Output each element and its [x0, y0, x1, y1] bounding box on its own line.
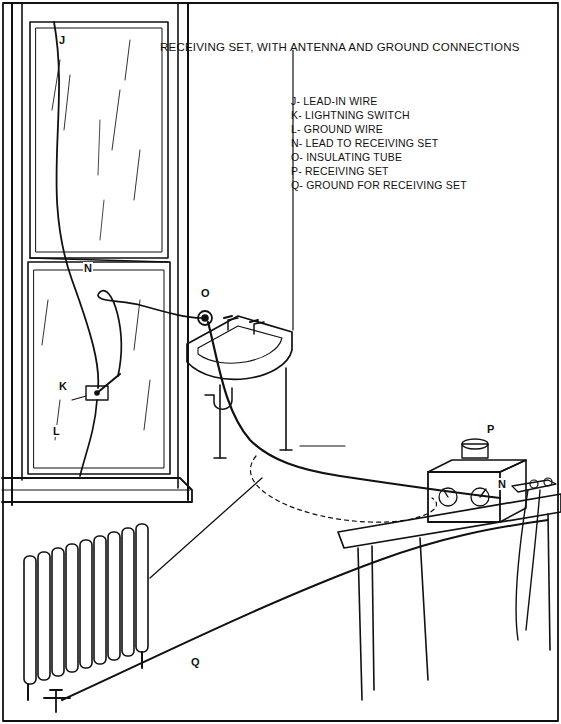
wall-corner — [150, 478, 262, 578]
table — [338, 494, 561, 700]
receiving-set — [428, 472, 500, 522]
receiving-set — [428, 439, 556, 522]
lightning-switch — [72, 374, 120, 400]
radiator — [52, 548, 64, 676]
headphone-cords — [516, 490, 540, 640]
table — [420, 538, 428, 680]
buried-ground-path — [250, 456, 436, 522]
radiator — [108, 532, 120, 660]
callout-letter: J — [58, 34, 66, 46]
table — [358, 546, 374, 700]
lightning-switch — [86, 386, 108, 400]
window — [2, 478, 192, 502]
callout-letter: K — [58, 380, 68, 392]
sink — [187, 316, 292, 379]
insulating-tube — [198, 311, 212, 325]
receiving-set — [530, 480, 538, 488]
radiator — [66, 544, 78, 672]
table — [548, 514, 550, 650]
radiator — [80, 540, 92, 668]
window — [11, 4, 13, 505]
window — [36, 28, 162, 252]
radiator — [122, 528, 134, 656]
sink — [224, 316, 258, 322]
picture-frame — [3, 3, 558, 721]
callout-letter: L — [52, 425, 61, 437]
window — [30, 22, 168, 258]
sink — [198, 326, 282, 363]
lightning-switch — [72, 396, 86, 400]
key-entry: L- GROUND WIRE — [291, 124, 383, 136]
sink — [214, 450, 292, 458]
lead-in-wire — [54, 22, 98, 388]
diagram-title: RECEIVING SET, WITH ANTENNA AND GROUND C… — [160, 41, 520, 54]
lead-to-receiving-set — [98, 291, 202, 376]
buried-ground-path — [250, 456, 436, 522]
window — [21, 4, 23, 480]
window — [98, 120, 104, 240]
key-entry: K- LIGHTNING SWITCH — [291, 110, 410, 122]
picture-frame — [3, 3, 558, 721]
receiving-set — [443, 489, 486, 497]
key-entry: P- RECEIVING SET — [291, 166, 389, 178]
window — [34, 270, 164, 468]
lightning-switch — [97, 374, 120, 393]
radiator — [44, 690, 70, 712]
window — [187, 4, 189, 500]
radiator — [136, 524, 148, 652]
callout-letter: N — [83, 262, 93, 274]
insulating-tube — [198, 311, 212, 325]
radiator — [24, 524, 148, 712]
lead-in-wire — [54, 22, 98, 388]
window — [30, 258, 168, 262]
radiator-ground-wire — [62, 520, 548, 700]
sink — [205, 388, 232, 409]
receiving-set — [462, 444, 488, 458]
wall-corner — [300, 445, 345, 446]
callout-letter: N — [497, 478, 507, 490]
radiator — [28, 652, 142, 700]
window — [2, 4, 192, 505]
radiator — [94, 536, 106, 664]
receiving-set — [462, 439, 488, 449]
window — [2, 490, 190, 491]
callout-letter: O — [200, 287, 211, 299]
sink — [220, 368, 286, 458]
ground-wire — [80, 400, 97, 476]
ground-wire — [80, 400, 97, 476]
radiator-ground-wire — [62, 520, 548, 700]
key-entry: Q- GROUND FOR RECEIVING SET — [291, 180, 467, 192]
lightning-switch — [95, 391, 99, 395]
table — [338, 494, 561, 548]
key-entry: N- LEAD TO RECEIVING SET — [291, 138, 438, 150]
radiator — [38, 552, 50, 680]
headphone-cords — [516, 490, 540, 640]
key-entry: O- INSULATING TUBE — [291, 152, 402, 164]
key-entry: J- LEAD-IN WIRE — [291, 96, 377, 108]
sink — [187, 316, 292, 458]
callout-letter: P — [486, 423, 495, 435]
radiator — [24, 556, 36, 684]
callout-letter: Q — [190, 656, 201, 668]
receiving-set — [544, 478, 552, 486]
window — [177, 4, 179, 488]
insulating-tube — [202, 315, 208, 321]
